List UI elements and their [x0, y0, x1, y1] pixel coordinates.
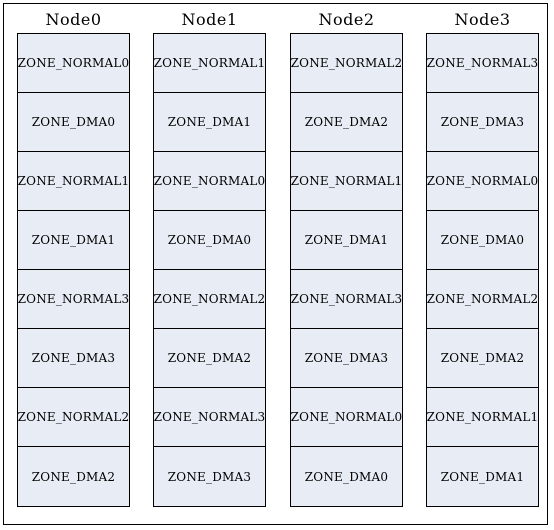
node-title: Node0 — [45, 10, 102, 29]
zone-cell: ZONE_DMA1 — [18, 211, 129, 270]
zone-cell: ZONE_DMA3 — [427, 93, 538, 152]
zone-cell: ZONE_DMA3 — [18, 329, 129, 388]
zone-cell: ZONE_DMA2 — [31, 469, 116, 484]
zone-cell: ZONE_NORMAL3 — [291, 270, 402, 329]
zone-list: ZONE_NORMAL0 ZONE_DMA0 ZONE_NORMAL1 ZONE… — [17, 33, 130, 507]
zone-cell: ZONE_DMA2 — [291, 93, 402, 152]
zonelist-diagram: Node0 ZONE_NORMAL0 ZONE_DMA0 ZONE_NORMAL… — [3, 3, 548, 525]
node-title: Node3 — [454, 10, 511, 29]
zone-cell: ZONE_DMA0 — [18, 93, 129, 152]
zone-cell: ZONE_NORMAL1 — [154, 34, 265, 93]
zone-cell: ZONE_DMA3 — [167, 469, 252, 484]
zone-cell: ZONE_NORMAL2 — [154, 270, 265, 329]
zone-cell: ZONE_NORMAL1 — [18, 152, 129, 211]
zone-cell: ZONE_NORMAL0 — [291, 388, 402, 447]
zone-cell: ZONE_NORMAL0 — [18, 34, 129, 93]
zone-cell: ZONE_NORMAL0 — [427, 152, 538, 211]
zone-cell: ZONE_NORMAL3 — [18, 270, 129, 329]
zone-list: ZONE_NORMAL1 ZONE_DMA1 ZONE_NORMAL0 ZONE… — [153, 33, 266, 507]
zone-list: ZONE_NORMAL2 ZONE_DMA2 ZONE_NORMAL1 ZONE… — [290, 33, 403, 507]
zone-cell: ZONE_NORMAL2 — [291, 34, 402, 93]
zone-cell: ZONE_DMA3 — [291, 329, 402, 388]
zone-cell: ZONE_DMA2 — [427, 329, 538, 388]
zone-cell: ZONE_DMA1 — [440, 469, 525, 484]
zone-cell: ZONE_NORMAL2 — [18, 388, 129, 447]
zone-cell: ZONE_NORMAL3 — [154, 388, 265, 447]
node-title: Node1 — [181, 10, 238, 29]
node-title: Node2 — [318, 10, 375, 29]
zone-cell: ZONE_DMA2 — [154, 329, 265, 388]
zone-cell: ZONE_DMA0 — [304, 469, 389, 484]
zone-cell: ZONE_DMA1 — [154, 93, 265, 152]
zone-cell: ZONE_NORMAL1 — [291, 152, 402, 211]
zone-cell: ZONE_NORMAL2 — [427, 270, 538, 329]
zone-cell: ZONE_DMA0 — [427, 211, 538, 270]
zone-cell: ZONE_NORMAL3 — [427, 34, 538, 93]
zone-cell: ZONE_NORMAL1 — [427, 388, 538, 447]
zone-cell: ZONE_NORMAL0 — [154, 152, 265, 211]
zone-list: ZONE_NORMAL3 ZONE_DMA3 ZONE_NORMAL0 ZONE… — [426, 33, 539, 507]
zone-cell: ZONE_DMA1 — [291, 211, 402, 270]
zone-cell: ZONE_DMA0 — [154, 211, 265, 270]
